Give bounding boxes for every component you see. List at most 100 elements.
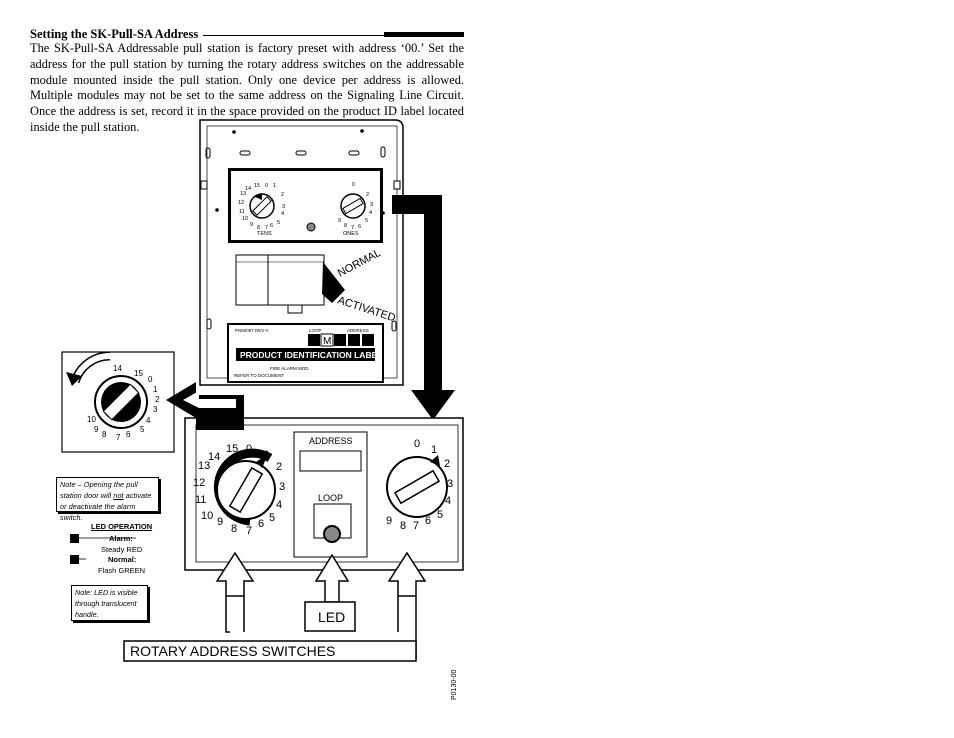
callout-arrows xyxy=(215,551,427,603)
svg-text:15: 15 xyxy=(134,369,143,378)
door-note-text-2: activate or deactivate the alarm switch. xyxy=(60,491,152,522)
svg-text:4: 4 xyxy=(276,499,282,511)
svg-text:5: 5 xyxy=(365,218,368,224)
tens-rotary-switch xyxy=(213,448,276,526)
svg-text:4: 4 xyxy=(445,495,451,507)
tens-dial-numbers: 15 0 1 2 3 4 5 6 7 8 9 10 11 12 13 14 xyxy=(193,443,285,537)
svg-text:5: 5 xyxy=(277,220,280,226)
svg-text:10: 10 xyxy=(87,415,96,424)
small-led-icon xyxy=(306,222,316,232)
label-line2: REFER TO DOCUMENT xyxy=(234,373,284,378)
led-callout-box xyxy=(304,601,356,632)
svg-text:9: 9 xyxy=(250,222,253,228)
svg-text:3: 3 xyxy=(370,202,373,208)
svg-text:6: 6 xyxy=(270,223,273,229)
svg-text:6: 6 xyxy=(358,224,361,230)
black-arrow-down xyxy=(392,195,455,420)
svg-text:7: 7 xyxy=(265,225,268,231)
led-callout-label: LED xyxy=(318,609,345,625)
svg-text:10: 10 xyxy=(201,510,213,522)
heading-rule xyxy=(203,35,384,36)
small-ones-dial xyxy=(340,193,366,219)
address-label: ADDRESS xyxy=(309,436,353,446)
svg-text:0: 0 xyxy=(265,183,268,189)
svg-text:3: 3 xyxy=(282,204,285,210)
rotary-callout-label: ROTARY ADDRESS SWITCHES xyxy=(130,643,335,659)
led-note: Note: LED is visible through translucent… xyxy=(71,585,148,621)
svg-text:2: 2 xyxy=(444,458,450,470)
svg-text:14: 14 xyxy=(208,451,220,463)
normal-value: Flash GREEN xyxy=(98,566,146,575)
svg-text:7: 7 xyxy=(116,433,121,442)
svg-text:8: 8 xyxy=(400,520,406,532)
label-title: PRODUCT IDENTIFICATION LABEL xyxy=(240,350,382,360)
svg-text:0: 0 xyxy=(148,375,153,384)
svg-text:3: 3 xyxy=(279,481,285,493)
led-indicator-icon xyxy=(323,525,341,543)
body-paragraph: The SK-Pull-SA Addressable pull station … xyxy=(30,41,464,134)
ones-dial-numbers: 0 1 2 3 4 5 6 7 8 9 xyxy=(386,438,453,532)
svg-text:14: 14 xyxy=(113,364,122,373)
svg-text:6: 6 xyxy=(126,430,131,439)
label-line1: FIRE ALARM MOD xyxy=(270,366,309,371)
svg-text:8: 8 xyxy=(257,225,260,231)
rotary-callout-box xyxy=(123,640,417,662)
led-operation-title: LED OPERATION xyxy=(91,522,153,531)
section-heading: Setting the SK-Pull-SA Address xyxy=(30,27,199,41)
svg-text:12: 12 xyxy=(238,200,244,206)
svg-text:10: 10 xyxy=(242,216,248,222)
alarm-label: Alarm: xyxy=(109,534,133,543)
svg-text:2: 2 xyxy=(366,192,369,198)
heading-bar xyxy=(384,32,464,37)
svg-text:8: 8 xyxy=(102,430,107,439)
normal-led-swatch xyxy=(70,555,79,564)
svg-text:14: 14 xyxy=(245,186,251,192)
normal-label: Normal: xyxy=(108,555,137,564)
alarm-value: Steady RED xyxy=(101,545,143,554)
svg-text:4: 4 xyxy=(146,416,151,425)
svg-text:13: 13 xyxy=(240,191,246,197)
svg-text:13: 13 xyxy=(198,460,210,472)
svg-text:8: 8 xyxy=(231,523,237,535)
svg-text:1: 1 xyxy=(273,183,276,189)
ones-label: ONES xyxy=(343,231,359,237)
svg-text:2: 2 xyxy=(281,192,284,198)
loop-label: LOOP xyxy=(318,493,343,503)
svg-text:15: 15 xyxy=(254,183,260,189)
tens-label: TENS xyxy=(257,231,272,237)
svg-text:11: 11 xyxy=(195,494,206,506)
svg-text:9: 9 xyxy=(338,218,341,224)
svg-text:6: 6 xyxy=(425,515,431,527)
svg-text:0: 0 xyxy=(352,182,355,188)
label-m: M xyxy=(323,336,331,347)
svg-text:1: 1 xyxy=(264,449,270,461)
svg-text:15: 15 xyxy=(226,443,238,455)
door-note-text-1: Note – Opening the pull station door wil… xyxy=(60,480,138,500)
svg-text:4: 4 xyxy=(369,210,372,216)
svg-text:0: 0 xyxy=(246,443,252,455)
label-loop: LOOP xyxy=(309,328,322,333)
svg-text:1: 1 xyxy=(431,444,437,456)
ones-rotary-switch xyxy=(386,455,448,518)
svg-text:12: 12 xyxy=(193,477,205,489)
svg-text:7: 7 xyxy=(413,520,419,532)
svg-text:5: 5 xyxy=(140,425,145,434)
label-part-number: PN50097 REV-A xyxy=(235,328,269,333)
svg-text:9: 9 xyxy=(217,516,223,528)
label-address: ADDRESS xyxy=(347,328,369,333)
product-id-label: PN50097 REV-A LOOP ADDRESS M PRODUCT IDE… xyxy=(227,323,384,383)
door-note: Note – Opening the pull station door wil… xyxy=(56,477,159,522)
svg-text:7: 7 xyxy=(351,225,354,231)
svg-text:8: 8 xyxy=(344,223,347,229)
figure-id: P0130-00 xyxy=(451,670,458,700)
svg-text:5: 5 xyxy=(437,509,443,521)
svg-text:1: 1 xyxy=(153,385,158,394)
svg-text:2: 2 xyxy=(155,395,160,404)
small-tens-dial xyxy=(249,193,275,219)
door-note-not: not xyxy=(113,491,124,500)
svg-text:11: 11 xyxy=(239,209,245,215)
